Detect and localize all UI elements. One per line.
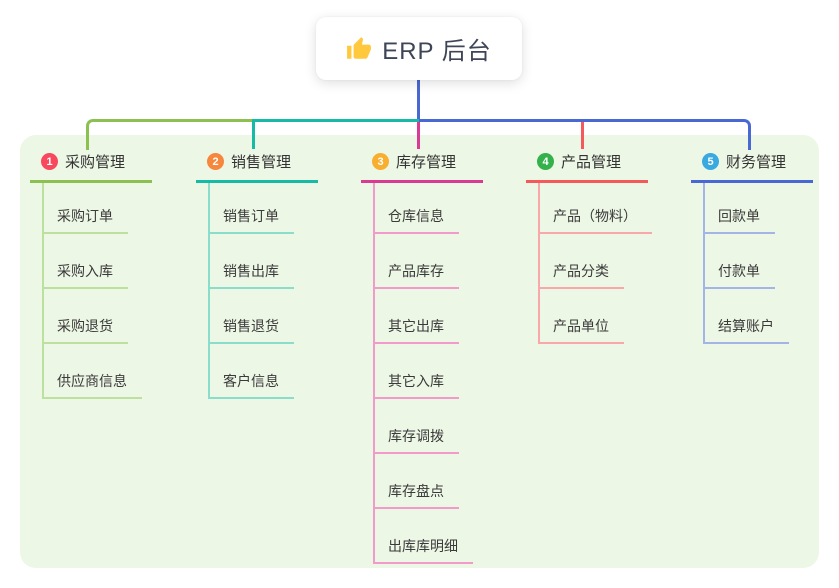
branch-4-node[interactable]: 4 产品管理 [526,148,648,183]
branch-label: 采购管理 [65,154,126,171]
branch-3-item-7[interactable]: 出库库明细 [375,509,473,564]
branch-3-item-6[interactable]: 库存盘点 [375,454,459,509]
branch-2-connector-drop [252,121,255,149]
branch-items-list: 产品（物料）产品分类产品单位 [538,183,676,344]
branch-1-node[interactable]: 1 采购管理 [30,148,152,183]
branch-2-group: 2 销售管理 销售订单销售出库销售退货客户信息 [196,148,346,399]
branch-3-item-1[interactable]: 仓库信息 [375,183,459,234]
branch-2-node[interactable]: 2 销售管理 [196,148,318,183]
branch-items-list: 销售订单销售出库销售退货客户信息 [208,183,346,399]
branch-5-connector-line [419,119,751,150]
branch-label: 销售管理 [231,154,292,171]
root-title: ERP 后台 [382,38,492,65]
branch-items-list: 仓库信息产品库存其它出库其它入库库存调拨库存盘点出库库明细 [373,183,511,564]
branch-3-item-2[interactable]: 产品库存 [375,234,459,289]
branch-3-item-4[interactable]: 其它入库 [375,344,459,399]
branch-number-badge: 2 [207,153,224,170]
branch-5-item-1[interactable]: 回款单 [705,183,775,234]
branch-label: 产品管理 [561,154,622,171]
branch-2-connector-line [252,119,419,122]
branch-2-item-3[interactable]: 销售退货 [210,289,294,344]
branch-5-item-3[interactable]: 结算账户 [705,289,789,344]
branch-5-group: 5 财务管理 回款单付款单结算账户 [691,148,839,344]
branch-4-group: 4 产品管理 产品（物料）产品分类产品单位 [526,148,676,344]
branch-number-badge: 3 [372,153,389,170]
branch-1-item-2[interactable]: 采购入库 [44,234,128,289]
mindmap-background-panel [20,135,819,568]
branch-items-list: 采购订单采购入库采购退货供应商信息 [42,183,180,399]
branch-4-item-3[interactable]: 产品单位 [540,289,624,344]
branch-4-item-1[interactable]: 产品（物料） [540,183,652,234]
branch-4-connector-drop [581,119,584,149]
branch-5-item-2[interactable]: 付款单 [705,234,775,289]
branch-1-item-4[interactable]: 供应商信息 [44,344,142,399]
branch-2-item-4[interactable]: 客户信息 [210,344,294,399]
branch-4-item-2[interactable]: 产品分类 [540,234,624,289]
branch-3-connector-drop [417,122,420,149]
branch-label: 库存管理 [396,154,457,171]
branch-3-item-5[interactable]: 库存调拨 [375,399,459,454]
root-connector-line [417,79,420,122]
branch-3-group: 3 库存管理 仓库信息产品库存其它出库其它入库库存调拨库存盘点出库库明细 [361,148,511,564]
branch-label: 财务管理 [726,154,787,171]
branch-1-item-1[interactable]: 采购订单 [44,183,128,234]
branch-3-node[interactable]: 3 库存管理 [361,148,483,183]
root-node[interactable]: ERP 后台 [316,17,522,80]
branch-items-list: 回款单付款单结算账户 [703,183,839,344]
branch-3-item-3[interactable]: 其它出库 [375,289,459,344]
branch-2-item-2[interactable]: 销售出库 [210,234,294,289]
branch-number-badge: 5 [702,153,719,170]
branch-2-item-1[interactable]: 销售订单 [210,183,294,234]
branch-number-badge: 4 [537,153,554,170]
branch-1-group: 1 采购管理 采购订单采购入库采购退货供应商信息 [30,148,180,399]
branch-1-item-3[interactable]: 采购退货 [44,289,128,344]
branch-5-node[interactable]: 5 财务管理 [691,148,813,183]
thumbs-up-icon [346,36,372,62]
branch-1-connector-line [86,119,252,150]
branch-number-badge: 1 [41,153,58,170]
